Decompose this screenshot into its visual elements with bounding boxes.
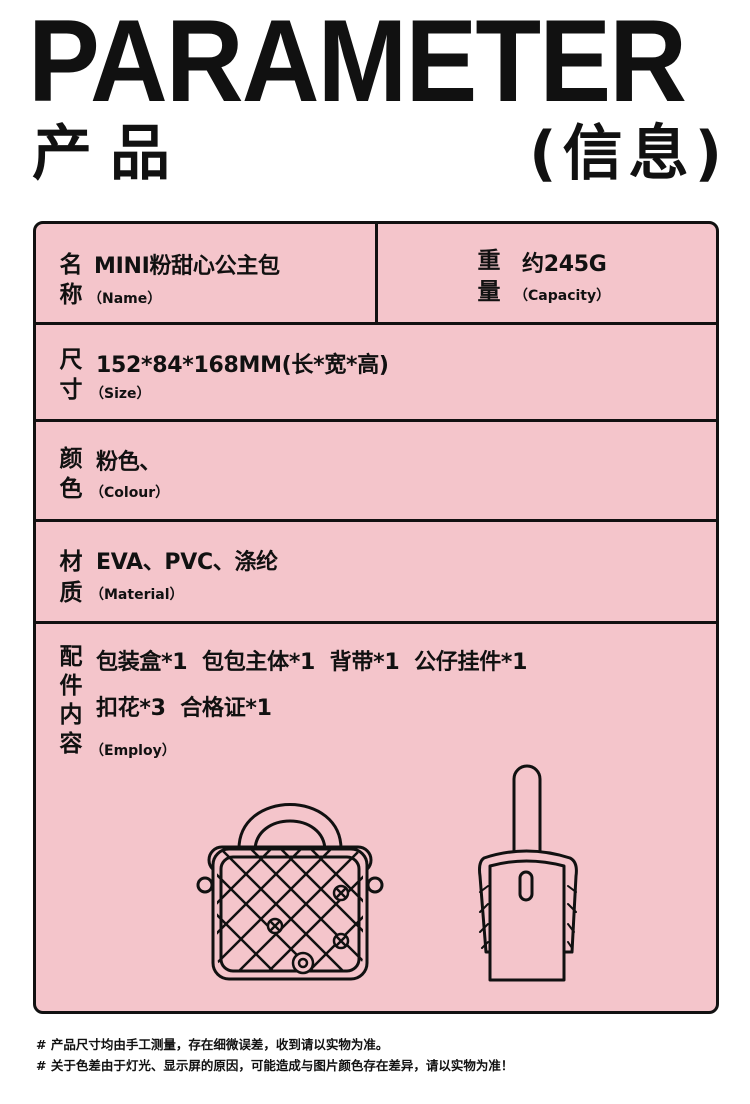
material-label-1: 材 (59, 549, 83, 575)
colour-label-1: 颜 (59, 446, 83, 472)
material-label-2: 质 (59, 580, 83, 606)
size-label-1: 尺 (59, 347, 83, 373)
employ-label-4: 容 (59, 731, 83, 757)
size-english: （Size） (90, 386, 151, 402)
material-value: EVA、PVC、涤纶 (96, 550, 278, 575)
colour-english: （Colour） (90, 485, 170, 501)
size-value: 152*84*168MM(长*宽*高) (96, 353, 389, 378)
page-subtitle-right: (信息) (529, 119, 728, 189)
row-divider (36, 621, 716, 624)
weight-label-2: 量 (477, 279, 501, 305)
colour-label-2: 色 (59, 476, 83, 502)
employ-label-2: 件 (59, 673, 83, 699)
footnotes: # 产品尺寸均由手工测量，存在细微误差，收到请以实物为准。 # 关于色差由于灯光… (36, 1034, 513, 1076)
employ-line-2: 扣花*3 合格证*1 (96, 696, 272, 721)
weight-value: 约245G (522, 252, 607, 277)
row-divider (36, 322, 716, 325)
page-title: PARAMETER (28, 0, 687, 126)
footnote-2: # 关于色差由于灯光、显示屏的原因，可能造成与图片颜色存在差异，请以实物为准！ (36, 1058, 514, 1073)
colour-value: 粉色、 (96, 450, 162, 475)
weight-english: （Capacity） (514, 288, 611, 304)
weight-label-1: 重 (477, 248, 501, 274)
employ-english: （Employ） (90, 743, 176, 759)
employ-label-1: 配 (59, 644, 83, 670)
material-row: 材 质 EVA、PVC、涤纶 （Material） (36, 522, 716, 621)
employ-label-3: 内 (59, 702, 83, 728)
phone-case-keychain-icon (478, 764, 578, 982)
name-english: （Name） (88, 291, 162, 307)
page-subtitle: 产品 (32, 119, 188, 189)
parameter-panel: 名 称 MINI粉甜心公主包 （Name） 重 量 约245G （Capacit… (33, 221, 719, 1014)
row-divider-vertical (375, 224, 378, 322)
size-row: 尺 寸 152*84*168MM(长*宽*高) （Size） (36, 325, 716, 419)
name-label-1: 名 (59, 252, 83, 278)
name-value: MINI粉甜心公主包 (94, 254, 280, 279)
name-weight-row: 名 称 MINI粉甜心公主包 （Name） 重 量 约245G （Capacit… (36, 224, 716, 322)
footnote-1: # 产品尺寸均由手工测量，存在细微误差，收到请以实物为准。 (36, 1037, 389, 1052)
colour-row: 颜 色 粉色、 （Colour） (36, 422, 716, 519)
name-label-2: 称 (59, 282, 83, 308)
row-divider (36, 419, 716, 422)
size-label-2: 寸 (59, 377, 83, 403)
employ-row: 配 件 内 容 包装盒*1 包包主体*1 背带*1 公仔挂件*1 扣花*3 合格… (36, 624, 716, 1011)
row-divider (36, 519, 716, 522)
handbag-icon (196, 803, 384, 981)
employ-line-1: 包装盒*1 包包主体*1 背带*1 公仔挂件*1 (96, 650, 528, 675)
material-english: （Material） (90, 587, 184, 603)
